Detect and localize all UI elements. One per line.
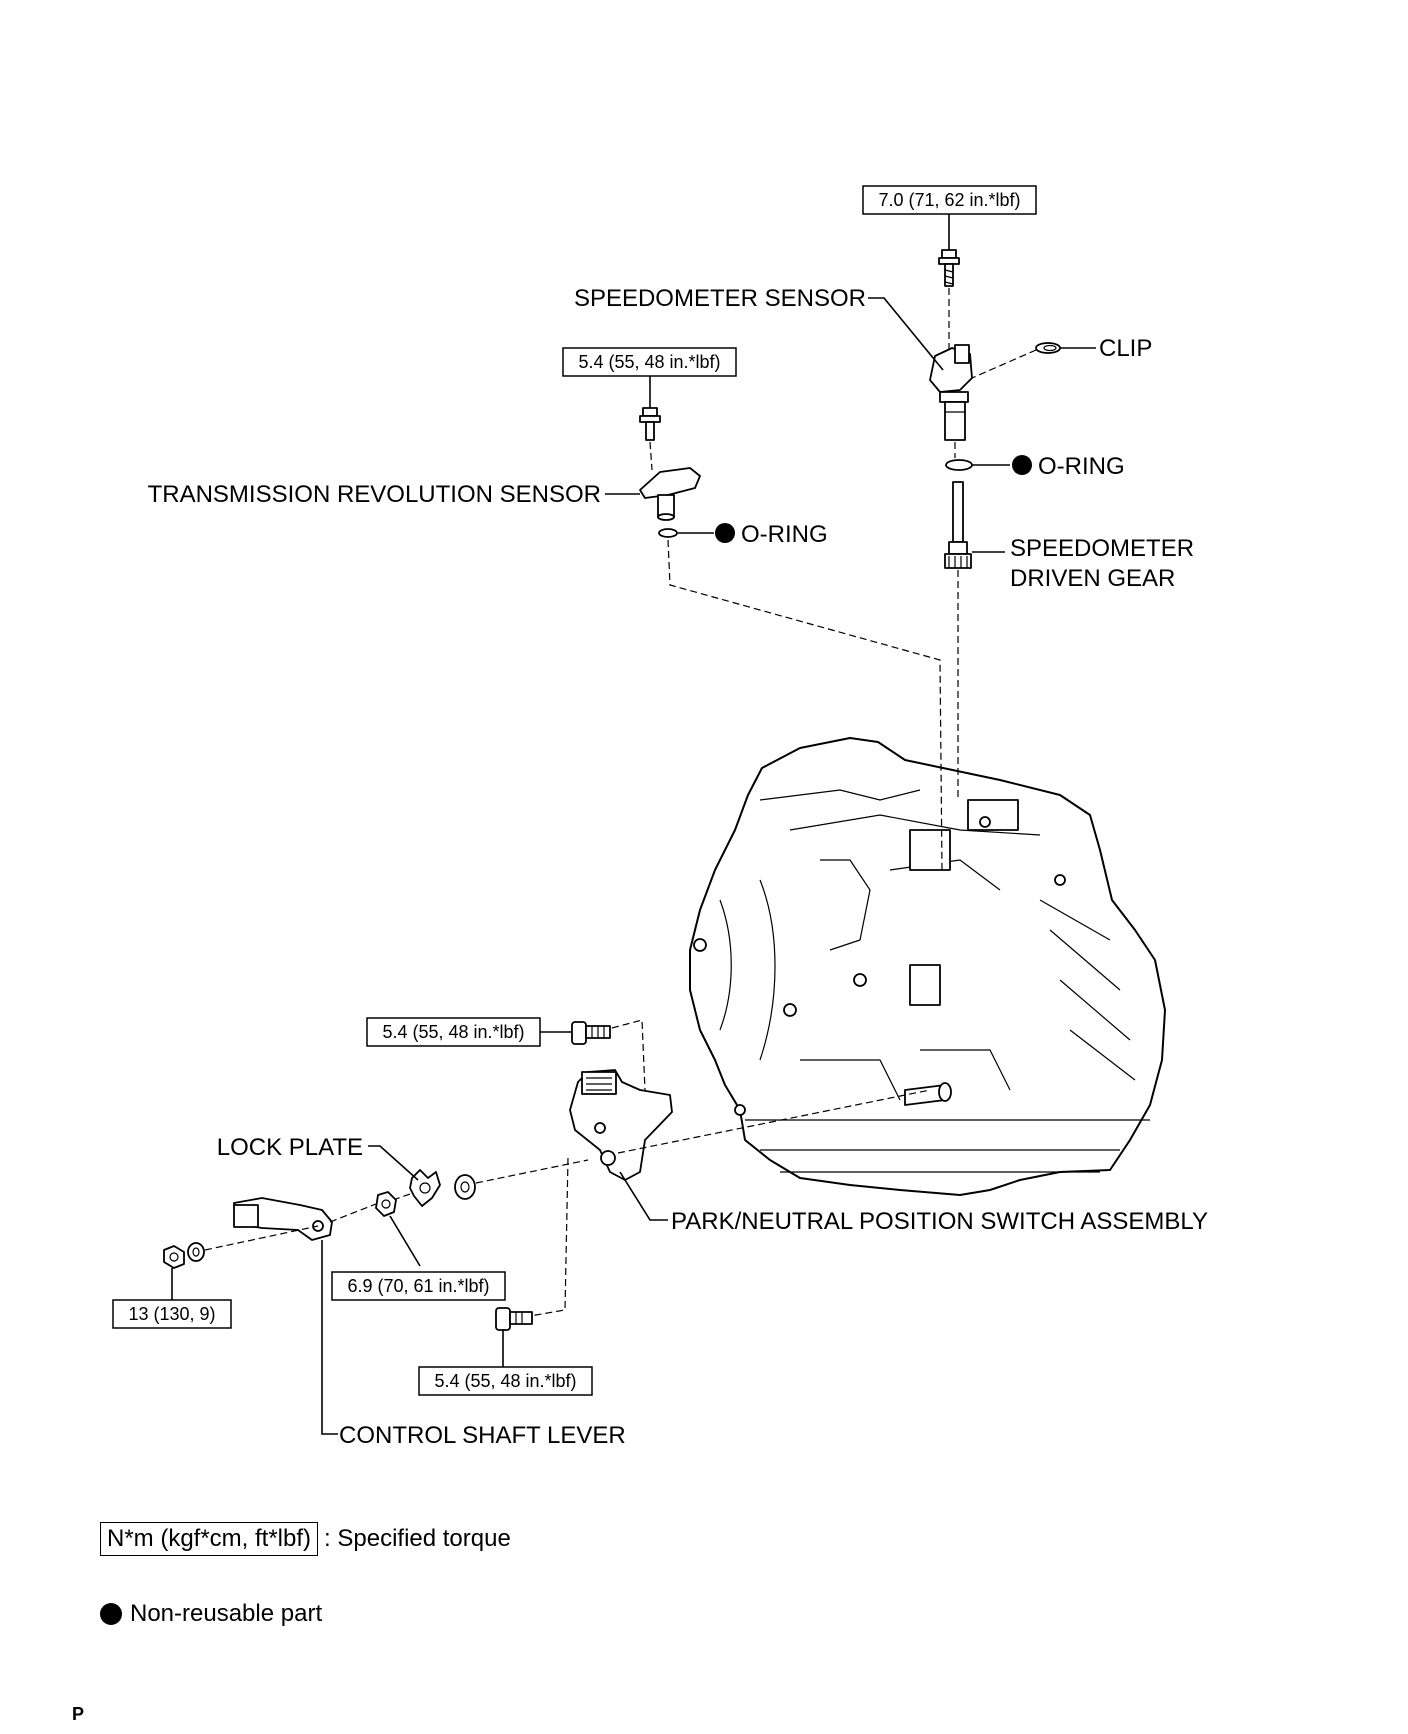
label-park-neutral-switch: PARK/NEUTRAL POSITION SWITCH ASSEMBLY: [671, 1208, 1208, 1235]
legend-torque: N*m (kgf*cm, ft*lbf) : Specified torque: [100, 1522, 511, 1556]
label-control-shaft-lever: CONTROL SHAFT LEVER: [339, 1422, 626, 1449]
torque-box-lever-nut: 13 (130, 9): [112, 1299, 232, 1329]
washer-icon: [454, 1174, 476, 1200]
switch-lower-bolt-icon: [495, 1307, 533, 1331]
torque-switch-upper-bolt: 5.4 (55, 48 in.*lbf): [382, 1022, 524, 1042]
page-mark: P: [72, 1704, 85, 1724]
speedometer-driven-gear-icon: [944, 481, 972, 569]
torque-box-revolution-sensor: 5.4 (55, 48 in.*lbf): [562, 347, 737, 408]
label-o-ring-lower: O-RING: [741, 521, 828, 548]
lock-plate-icon: [409, 1169, 441, 1207]
torque-box-lock-plate-nut: 6.9 (70, 61 in.*lbf): [331, 1271, 506, 1301]
speedometer-sensor-icon: [929, 344, 973, 441]
legend-torque-text: : Specified torque: [324, 1525, 511, 1552]
clip-icon: [1035, 342, 1061, 354]
o-ring-upper-icon: [945, 459, 973, 471]
lever-nut-icon: [163, 1245, 185, 1269]
torque-speedometer-bolt: 7.0 (71, 62 in.*lbf): [878, 190, 1020, 210]
transmission-revolution-sensor-icon: [639, 467, 701, 521]
speedometer-bolt-icon: [938, 249, 960, 287]
transmission-case: [689, 737, 1166, 1196]
label-speedometer-driven-gear-2: DRIVEN GEAR: [1010, 565, 1175, 592]
lever-washer-icon: [187, 1242, 205, 1262]
non-reusable-dot-icon: [100, 1603, 122, 1625]
label-lock-plate: LOCK PLATE: [217, 1134, 363, 1161]
switch-upper-bolt-icon: [571, 1021, 611, 1045]
label-speedometer-driven-gear-1: SPEEDOMETER: [1010, 535, 1194, 562]
non-reusable-dot-icon: [1012, 455, 1032, 475]
torque-box-speedometer: 7.0 (71, 62 in.*lbf): [862, 185, 1037, 250]
torque-lock-plate-nut: 6.9 (70, 61 in.*lbf): [347, 1276, 489, 1296]
legend-non-reusable-text: Non-reusable part: [130, 1600, 323, 1627]
o-ring-lower-icon: [658, 528, 678, 538]
control-shaft-lever-icon: [233, 1197, 333, 1241]
torque-box-switch-lower: 5.4 (55, 48 in.*lbf): [418, 1366, 593, 1396]
label-o-ring-upper: O-RING: [1038, 453, 1125, 480]
label-clip: CLIP: [1099, 335, 1152, 362]
label-speedometer-sensor: SPEEDOMETER SENSOR: [574, 285, 866, 312]
park-neutral-switch-icon: [569, 1069, 673, 1181]
non-reusable-dot-icon: [715, 523, 735, 543]
legend-non-reusable: Non-reusable part: [100, 1600, 322, 1628]
torque-box-switch-upper: 5.4 (55, 48 in.*lbf): [366, 1017, 572, 1047]
lock-plate-nut-icon: [375, 1191, 397, 1217]
torque-lever-nut: 13 (130, 9): [128, 1304, 215, 1324]
revolution-sensor-bolt-icon: [639, 407, 661, 441]
torque-revolution-sensor-bolt: 5.4 (55, 48 in.*lbf): [578, 352, 720, 372]
label-transmission-revolution-sensor: TRANSMISSION REVOLUTION SENSOR: [148, 481, 601, 508]
torque-switch-lower-bolt: 5.4 (55, 48 in.*lbf): [434, 1371, 576, 1391]
legend-torque-unit: N*m (kgf*cm, ft*lbf): [100, 1522, 319, 1556]
